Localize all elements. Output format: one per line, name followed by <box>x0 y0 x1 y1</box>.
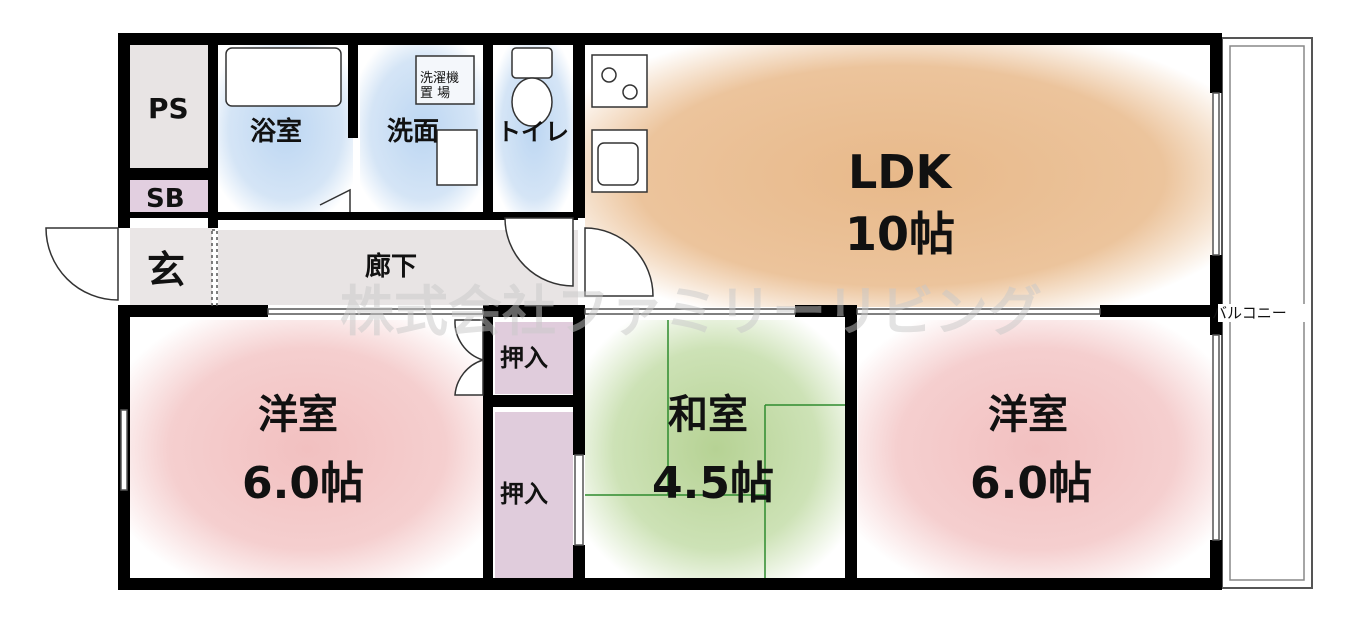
washer-label-1: 洗濯機 <box>420 71 459 86</box>
hallway-label: 廊下 <box>365 251 417 282</box>
entrance-label: 玄 <box>147 248 185 292</box>
toilet-label: トイレ <box>497 118 569 146</box>
ps-area <box>130 45 212 170</box>
toilet-icon <box>511 47 553 79</box>
swing-doors <box>45 188 654 396</box>
japanese-name: 和室 <box>668 392 748 438</box>
western1-area <box>130 320 485 578</box>
fixtures <box>225 47 648 193</box>
closet2-area <box>495 412 573 578</box>
washer-label-2: 置 場 <box>420 86 450 101</box>
stove-icon <box>591 54 648 108</box>
ldk-size: 10帖 <box>845 207 955 261</box>
bath-label: 浴室 <box>250 116 302 147</box>
sliding-doors <box>120 92 1220 546</box>
sb-label: SB <box>146 184 185 214</box>
entrance-area <box>130 228 212 308</box>
ldk-name: LDK <box>848 145 953 199</box>
western1-size: 6.0帖 <box>242 458 364 509</box>
washroom-label: 洗面 <box>387 117 439 147</box>
ldk-area <box>585 45 1215 307</box>
closet1-label: 押入 <box>500 344 548 372</box>
bathtub-icon <box>225 47 342 107</box>
western2-size: 6.0帖 <box>970 458 1092 509</box>
western2-area <box>858 320 1216 578</box>
japanese-size: 4.5帖 <box>652 458 774 509</box>
closet2-label: 押入 <box>500 480 548 508</box>
tatami-lines <box>585 320 848 578</box>
sb-area <box>130 180 212 214</box>
western2-name: 洋室 <box>988 392 1068 438</box>
japanese-area <box>585 320 847 578</box>
balcony-label: バルコニー <box>1212 304 1287 322</box>
closet1-area <box>495 322 573 394</box>
ps-label: PS <box>148 92 189 125</box>
watermark: 株式会社ファミリーリビング <box>340 280 1042 343</box>
western1-name: 洋室 <box>258 392 338 438</box>
